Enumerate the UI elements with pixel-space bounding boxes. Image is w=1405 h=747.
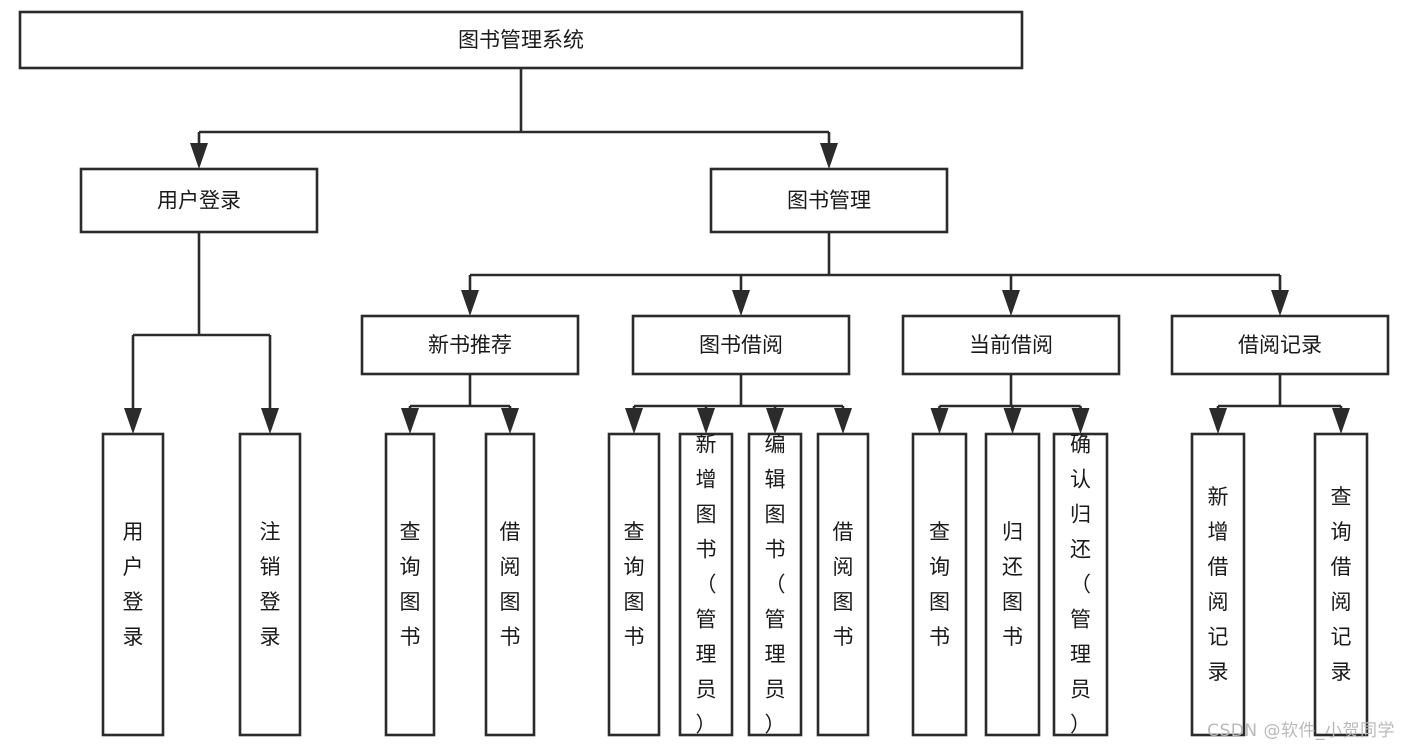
node-label-new-book-recommend: 新书推荐 [428, 333, 512, 357]
node-box-root [18, 10, 1024, 70]
node-box-user-login [79, 167, 319, 234]
node-label-borrow-record: 借阅记录 [1238, 333, 1322, 357]
node-label-leaf-borrow-book-1: 借阅图书 [500, 520, 521, 649]
arrow-head-icon [820, 143, 838, 169]
node-box-current-borrow [901, 314, 1121, 376]
node-label-leaf-add-record: 新增借阅记录 [1208, 485, 1229, 684]
node-label-book-management: 图书管理 [787, 189, 871, 213]
arrow-head-icon [625, 408, 643, 434]
arrow-head-icon [501, 408, 519, 434]
arrow-head-icon [766, 408, 784, 434]
node-label-leaf-user-logout: 注销登录 [260, 520, 281, 649]
node-book-management[interactable]: 图书管理 [709, 167, 949, 234]
node-leaf-query-book-2[interactable]: 查询图书 [607, 432, 661, 737]
node-leaf-query-book-3[interactable]: 查询图书 [911, 432, 968, 737]
node-book-borrow[interactable]: 图书借阅 [631, 314, 851, 376]
node-leaf-query-book-1[interactable]: 查询图书 [384, 432, 436, 737]
node-label-leaf-query-book-1: 查询图书 [400, 520, 421, 649]
node-leaf-add-record[interactable]: 新增借阅记录 [1190, 432, 1246, 737]
arrow-head-icon [834, 408, 852, 434]
node-label-user-login: 用户登录 [157, 189, 241, 213]
node-leaf-borrow-book-1[interactable]: 借阅图书 [484, 432, 536, 737]
arrow-head-icon [190, 143, 208, 169]
node-leaf-user-login[interactable]: 用户登录 [101, 432, 165, 737]
connector-edges [124, 68, 1350, 434]
arrow-head-icon [1003, 408, 1022, 434]
node-box-leaf-return-book [984, 432, 1041, 737]
node-box-leaf-add-book [678, 432, 734, 737]
node-label-leaf-return-book: 归还图书 [1002, 520, 1023, 649]
node-label-root: 图书管理系统 [458, 28, 584, 52]
node-box-leaf-user-login [101, 432, 165, 737]
arrow-head-icon [261, 408, 279, 434]
node-leaf-edit-book[interactable]: 编辑图书（管理员） [747, 432, 803, 737]
node-label-leaf-query-book-2: 查询图书 [624, 520, 645, 649]
node-box-leaf-confirm-return [1052, 432, 1109, 737]
node-current-borrow[interactable]: 当前借阅 [901, 314, 1121, 376]
node-box-leaf-query-record [1313, 432, 1369, 737]
node-label-leaf-add-book: 新增图书（管理员） [696, 433, 717, 737]
node-box-leaf-query-book-3 [911, 432, 968, 737]
node-box-leaf-edit-book [747, 432, 803, 737]
node-leaf-add-book[interactable]: 新增图书（管理员） [678, 432, 734, 737]
node-label-leaf-confirm-return: 确认归还（管理员） [1070, 433, 1091, 737]
node-box-new-book-recommend [360, 314, 580, 376]
node-box-leaf-user-logout [238, 432, 302, 737]
arrow-head-icon [401, 408, 419, 434]
arrow-head-icon [732, 290, 750, 316]
node-borrow-record[interactable]: 借阅记录 [1170, 314, 1390, 376]
arrow-head-icon [930, 408, 949, 434]
node-user-login[interactable]: 用户登录 [79, 167, 319, 234]
node-box-leaf-borrow-book-1 [484, 432, 536, 737]
node-box-leaf-query-book-2 [607, 432, 661, 737]
node-box-leaf-query-book-1 [384, 432, 436, 737]
node-root[interactable]: 图书管理系统 [18, 10, 1024, 70]
node-leaf-confirm-return[interactable]: 确认归还（管理员） [1052, 432, 1109, 737]
arrow-head-icon [697, 408, 715, 434]
node-box-book-management [709, 167, 949, 234]
node-leaf-query-record[interactable]: 查询借阅记录 [1313, 432, 1369, 737]
node-leaf-user-logout[interactable]: 注销登录 [238, 432, 302, 737]
node-box-borrow-record [1170, 314, 1390, 376]
node-label-leaf-user-login: 用户登录 [123, 520, 144, 649]
node-box-leaf-add-record [1190, 432, 1246, 737]
arrow-head-icon [124, 408, 142, 434]
node-label-leaf-query-record: 查询借阅记录 [1331, 485, 1352, 684]
node-label-leaf-borrow-book-2: 借阅图书 [833, 520, 854, 649]
node-leaf-borrow-book-2[interactable]: 借阅图书 [816, 432, 870, 737]
arrow-head-icon [1002, 290, 1020, 316]
node-label-leaf-query-book-3: 查询图书 [929, 520, 950, 649]
node-box-book-borrow [631, 314, 851, 376]
node-new-book-recommend[interactable]: 新书推荐 [360, 314, 580, 376]
node-label-book-borrow: 图书借阅 [699, 333, 783, 357]
node-label-current-borrow: 当前借阅 [969, 333, 1053, 357]
diagram-nodes: 图书管理系统用户登录图书管理新书推荐图书借阅当前借阅借阅记录用户登录注销登录查询… [18, 10, 1390, 737]
arrow-head-icon [1209, 408, 1227, 434]
arrow-head-icon [461, 290, 479, 316]
node-leaf-return-book[interactable]: 归还图书 [984, 432, 1041, 737]
node-label-leaf-edit-book: 编辑图书（管理员） [765, 433, 786, 737]
node-box-leaf-borrow-book-2 [816, 432, 870, 737]
arrow-head-icon [1071, 408, 1090, 434]
arrow-head-icon [1332, 408, 1350, 434]
arrow-head-icon [1271, 290, 1289, 316]
